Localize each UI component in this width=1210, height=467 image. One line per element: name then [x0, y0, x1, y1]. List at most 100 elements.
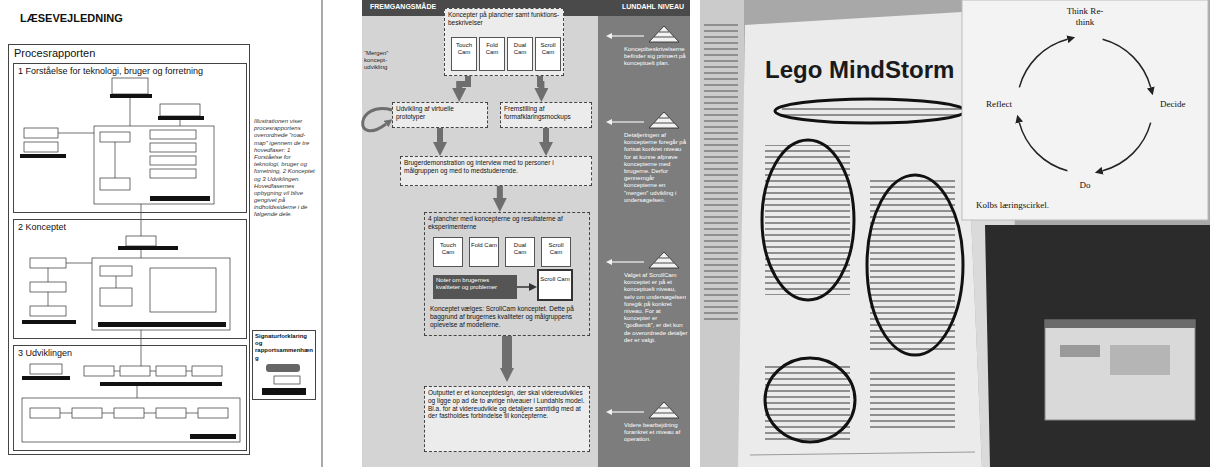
text-lines: [750, 452, 975, 455]
chosen-concept: Scroll Cam: [537, 269, 573, 301]
process-box: Koncepter på plancher samt funktions-bes…: [444, 8, 564, 76]
column-header: FREMGANGSMÅDE: [370, 3, 520, 11]
flowchart-thumbnail: [30, 306, 66, 316]
flowchart-thumbnail: [150, 143, 196, 152]
legend-symbols: [266, 364, 300, 372]
node-text: Scroll Cam: [540, 276, 570, 283]
flowchart-thumbnail: [156, 366, 186, 376]
page-edge: [322, 0, 323, 467]
cycle-arrow: [1019, 123, 1067, 171]
concept-card: Dual Cam: [507, 37, 533, 71]
legend-symbols: [274, 376, 300, 384]
flowchart-thumbnail: [84, 366, 114, 376]
level-triangle: [654, 408, 674, 413]
flowchart-thumbnail: [150, 169, 196, 178]
iteration-loop: [363, 109, 392, 131]
node-text: Koncepter på plancher samt funktions-bes…: [448, 11, 560, 27]
phase-bar: [110, 94, 152, 98]
node-text: Dual Cam: [507, 242, 533, 256]
phase-section: 1 Forståelse for teknologi, bruger og fo…: [13, 63, 247, 213]
flowchart-thumbnail: [150, 268, 216, 312]
phase-bar: [98, 322, 226, 327]
concept-card: Fold Cam: [479, 37, 505, 71]
level-note: Videre bearbejdning forankret et niveau …: [624, 422, 688, 444]
process-box: Udvikling af virtuelle prototyper: [392, 102, 488, 128]
photo-ground: [700, 0, 1210, 467]
hand-drawn-circle: [765, 358, 855, 442]
level-triangle: [649, 26, 679, 418]
process-group: 4 plancher med koncepterne og resultater…: [424, 212, 590, 336]
concept-card: Scroll Cam: [541, 237, 571, 267]
node-text: 1 Forståelse for teknologi, bruger og fo…: [18, 66, 242, 77]
flowchart-thumbnail: [192, 366, 222, 376]
column-header: LUNDAHL NIVEAU: [622, 3, 690, 11]
pointer-arrow: [612, 36, 644, 412]
flow-arrow: [502, 336, 512, 368]
concept-card: Fold Cam: [469, 237, 499, 267]
node-text: 3 Udviklingen: [18, 348, 242, 359]
node-text: Touch Cam: [453, 42, 475, 56]
pointer-arrow: [612, 121, 644, 122]
flowchart-thumbnail: [126, 236, 156, 246]
photo-ground: [700, 0, 744, 467]
side-note: Illustrationen viser procesrapportens ov…: [254, 118, 316, 219]
level-triangle: [649, 252, 679, 268]
photo-ground: [1110, 345, 1170, 375]
flowchart-thumbnail: [156, 408, 186, 418]
photo-ground: [1060, 345, 1100, 357]
photo-ground: [700, 0, 1210, 467]
card-caption: Kolbs læringscirkel.: [976, 200, 1096, 211]
phase-bar: [20, 94, 236, 439]
photo-ground: [704, 20, 738, 320]
text-lines: [782, 106, 962, 116]
level-triangle: [649, 402, 679, 418]
node-text: Fold Cam: [471, 242, 497, 249]
phase-bar: [190, 434, 236, 439]
node-text: Procesrapporten: [14, 47, 244, 59]
flowchart-thumbnail: [30, 258, 66, 268]
pointer-arrow: [612, 35, 644, 36]
text-lines: [870, 180, 955, 350]
flowchart-thumbnail: [22, 398, 240, 442]
phase-bar: [158, 116, 204, 120]
pointer-arrow: [612, 411, 644, 412]
flowchart-thumbnail: [92, 258, 230, 330]
hand-drawn-circle: [762, 99, 965, 442]
flowchart-thumbnail: [150, 156, 196, 165]
photo-ground: [1045, 320, 1195, 328]
node-body: Konceptet vælges: ScrollCam konceptet. D…: [430, 305, 584, 328]
flowchart-thumbnail: [22, 78, 240, 442]
flowchart-thumbnail: [30, 408, 60, 418]
article-title: Lego MindStorm: [765, 58, 960, 82]
flowchart-thumbnail: [100, 266, 132, 276]
level-triangle: [654, 32, 674, 37]
flow-arrow: [540, 76, 541, 88]
flowchart-thumbnail: [100, 288, 132, 306]
node-text: Touch Cam: [435, 242, 461, 256]
panel-ground: [362, 0, 690, 467]
phase-bar: [20, 154, 66, 158]
flowchart-thumbnail: [100, 132, 130, 142]
level-note: Konceptbeskrivelserne befinder sig primæ…: [624, 46, 688, 68]
photo-ground: [738, 12, 982, 467]
flowchart-thumbnail: [30, 364, 62, 374]
node-text: Fold Cam: [481, 42, 503, 56]
flowchart-thumbnail: [94, 126, 214, 204]
panel-ground: [598, 16, 690, 467]
kolb-card: [962, 0, 1208, 220]
cycle-arrow: [1019, 39, 1067, 87]
cycle-step: Do: [1070, 180, 1100, 191]
legend-symbols: [262, 364, 306, 395]
level-triangle: [654, 258, 674, 263]
flowchart-thumbnail: [100, 178, 130, 190]
legend-symbols: [262, 388, 306, 395]
flowchart-thumbnail: [72, 408, 102, 418]
photo-ground: [985, 225, 1210, 467]
iteration-loop: [363, 109, 392, 131]
flowchart-thumbnail: [24, 128, 58, 138]
text-lines: [765, 145, 850, 295]
page-title: LÆSEVEJLEDNING: [20, 12, 123, 24]
flowchart-thumbnail: [112, 78, 148, 94]
notes-box: Noter om brugernes kvaliteter og problem…: [433, 275, 517, 299]
text-lines: [750, 106, 975, 455]
